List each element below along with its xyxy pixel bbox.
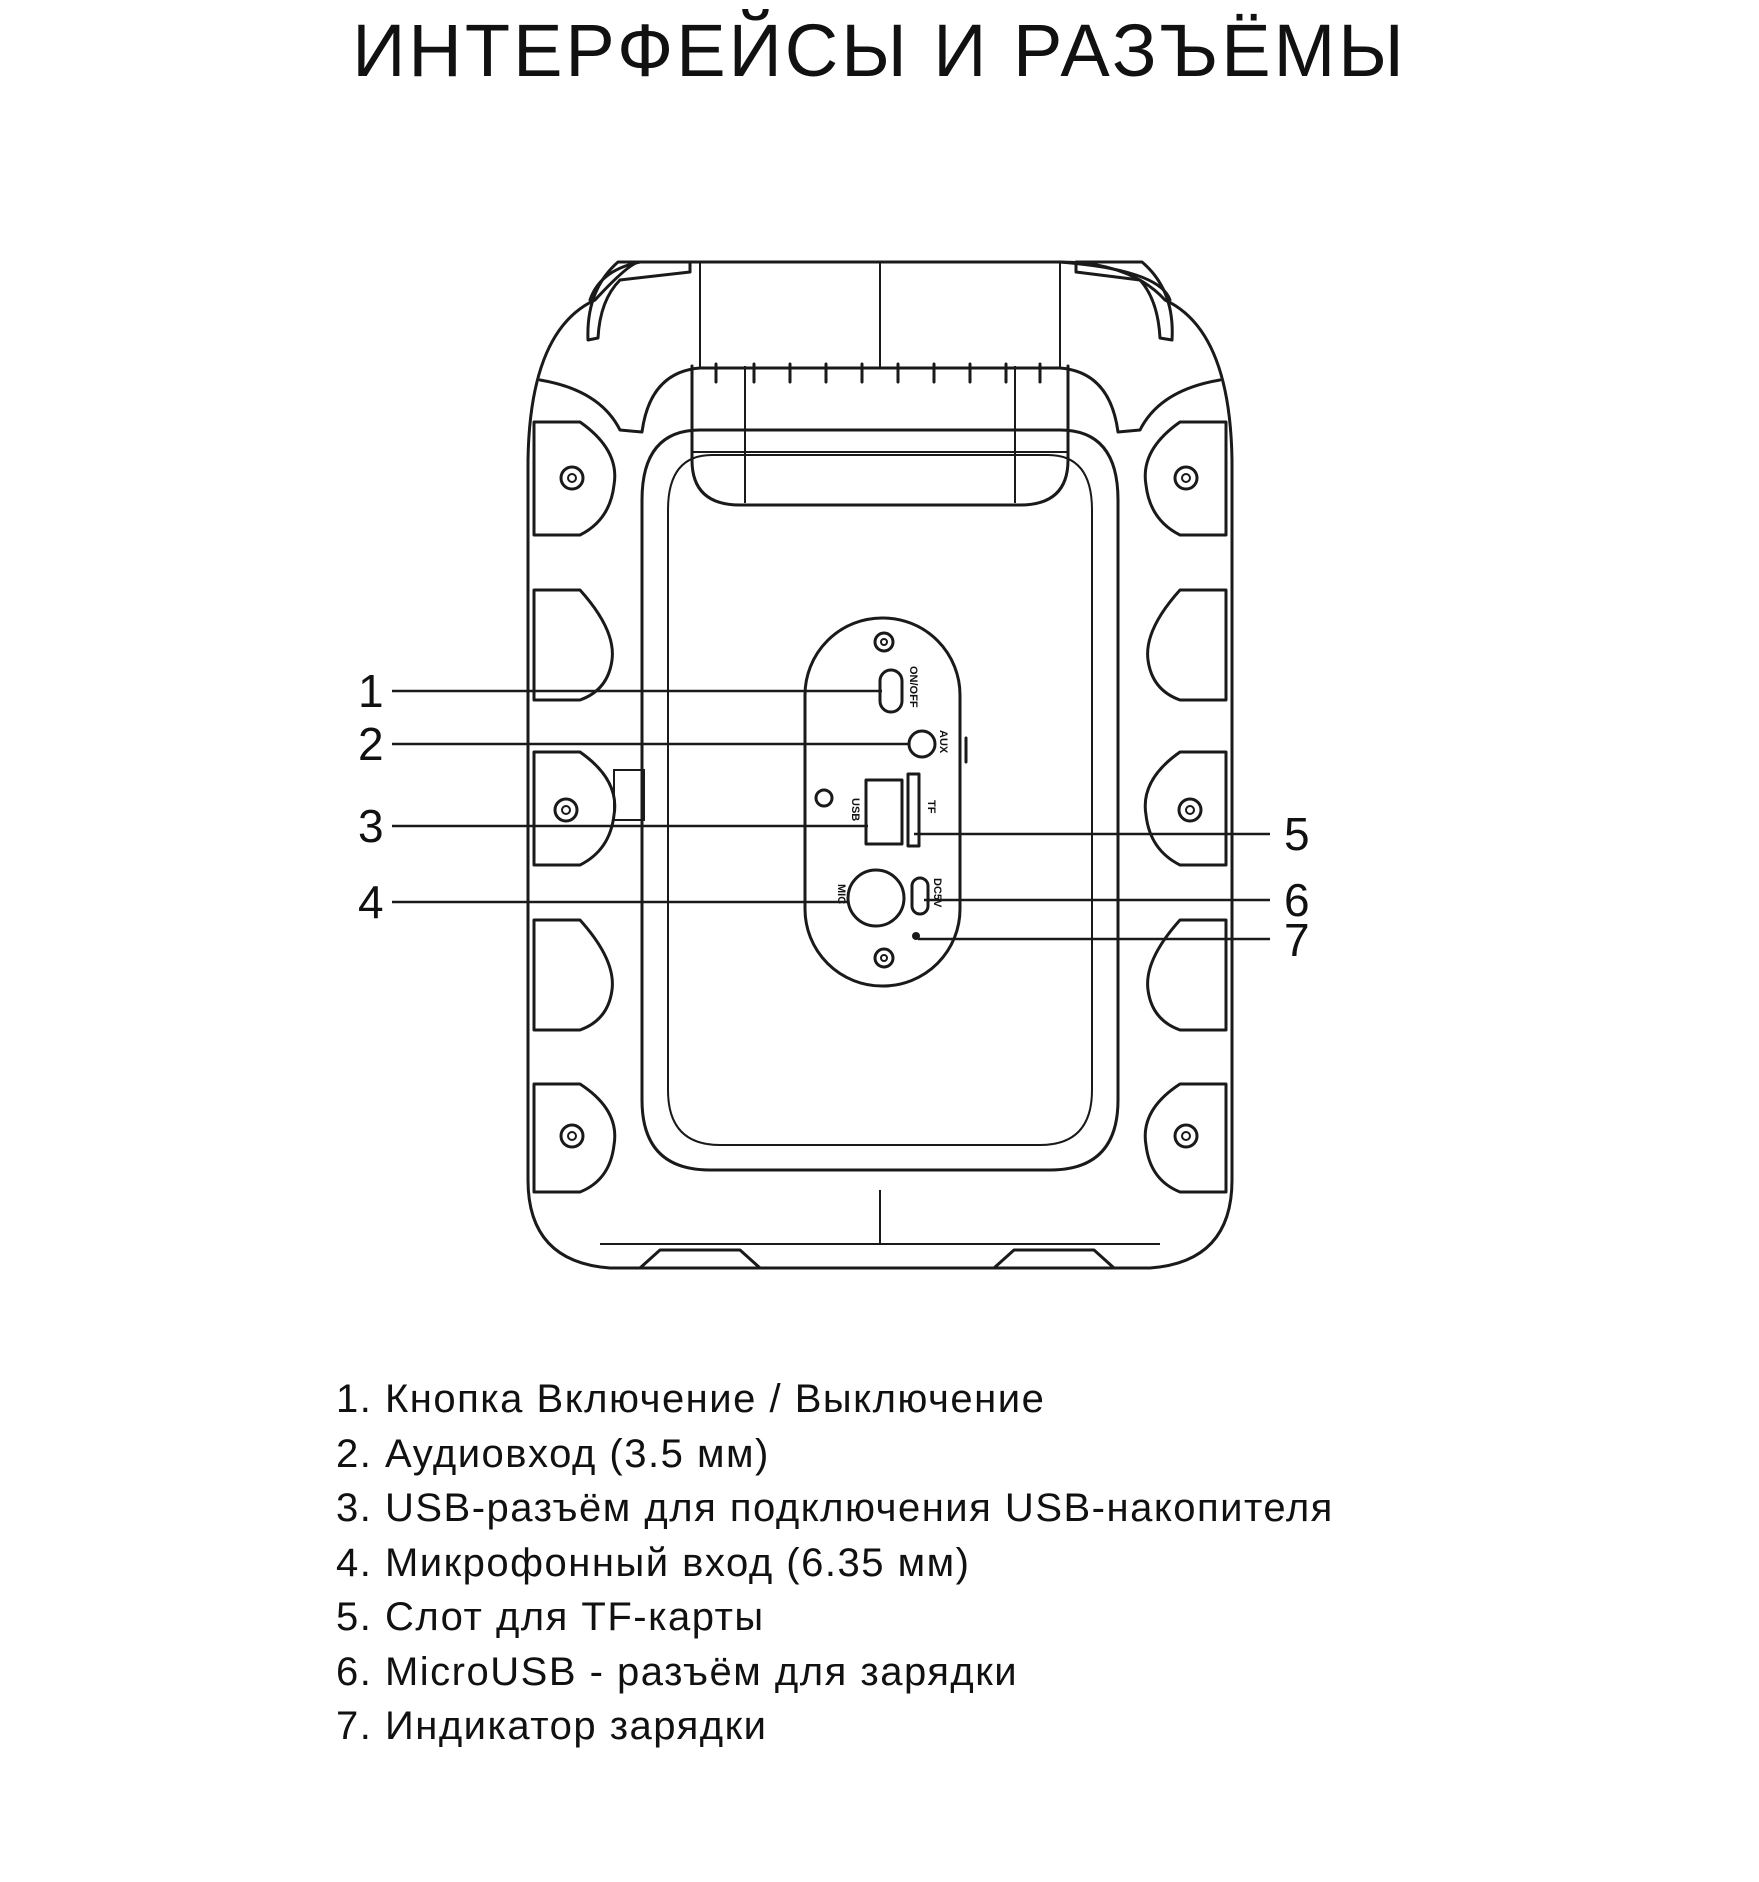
right-bumpers [1143,420,1228,1194]
callout-number-6: 6 [1284,874,1310,926]
legend-item-5: 5. Слот для TF-карты [336,1595,765,1639]
usb-label: USB [849,798,861,821]
callout-number-7: 7 [1284,914,1310,966]
mic-jack[interactable] [846,868,906,928]
legend-item-4: 4. Микрофонный вход (6.35 мм) [336,1540,971,1585]
tf-slot[interactable] [906,772,921,848]
legend-item-7: 7. Индикатор зарядки [336,1704,768,1748]
callout-number-3: 3 [358,800,384,852]
callout-number-4: 4 [358,876,384,928]
panel-screw-top [873,631,895,653]
legend-item-6: 6. MicroUSB - разъём для зарядки [336,1649,1019,1694]
panel-screw-bottom [873,947,895,969]
left-side-tab [613,769,645,821]
handle-recess [690,364,1070,507]
speaker-body-outline [526,260,1234,1270]
small-hole [814,788,834,808]
vent-slots [714,362,1042,384]
inner-panel-inset [667,454,1093,1146]
inner-panel [640,428,1120,1172]
dc-label: DC5V [931,878,943,908]
legend-item-3: 3. USB-разъём для подключения USB-накопи… [336,1486,1334,1530]
page-title: ИНТЕРФЕЙСЫ И РАЗЪЁМЫ [352,9,1407,92]
left-handle-grip [586,260,692,342]
legend-list: 1. Кнопка Включение / Выключение 2. Ауди… [336,1372,1334,1754]
aux-jack[interactable] [907,729,937,759]
onoff-button[interactable] [878,668,904,714]
legend-item-2: 2. Аудиовход (3.5 мм) [336,1431,770,1476]
legend-item-1: 1. Кнопка Включение / Выключение [336,1377,1046,1421]
callout-number-5: 5 [1284,808,1310,860]
top-shoulder [538,366,1222,434]
right-handle-grip [1074,260,1174,342]
onoff-label: ON/OFF [907,666,919,708]
bottom-foot-left [638,1248,762,1270]
aux-label: AUX [937,730,949,754]
microusb-port[interactable] [910,876,930,916]
bottom-foot-right [992,1248,1116,1270]
callout-number-2: 2 [358,718,384,770]
usb-port[interactable] [864,778,904,846]
mic-label: MIC [835,884,847,904]
tf-label: TF [925,800,937,814]
left-bumpers [532,420,617,1194]
callout-number-1: 1 [358,665,384,717]
control-panel [803,616,962,988]
